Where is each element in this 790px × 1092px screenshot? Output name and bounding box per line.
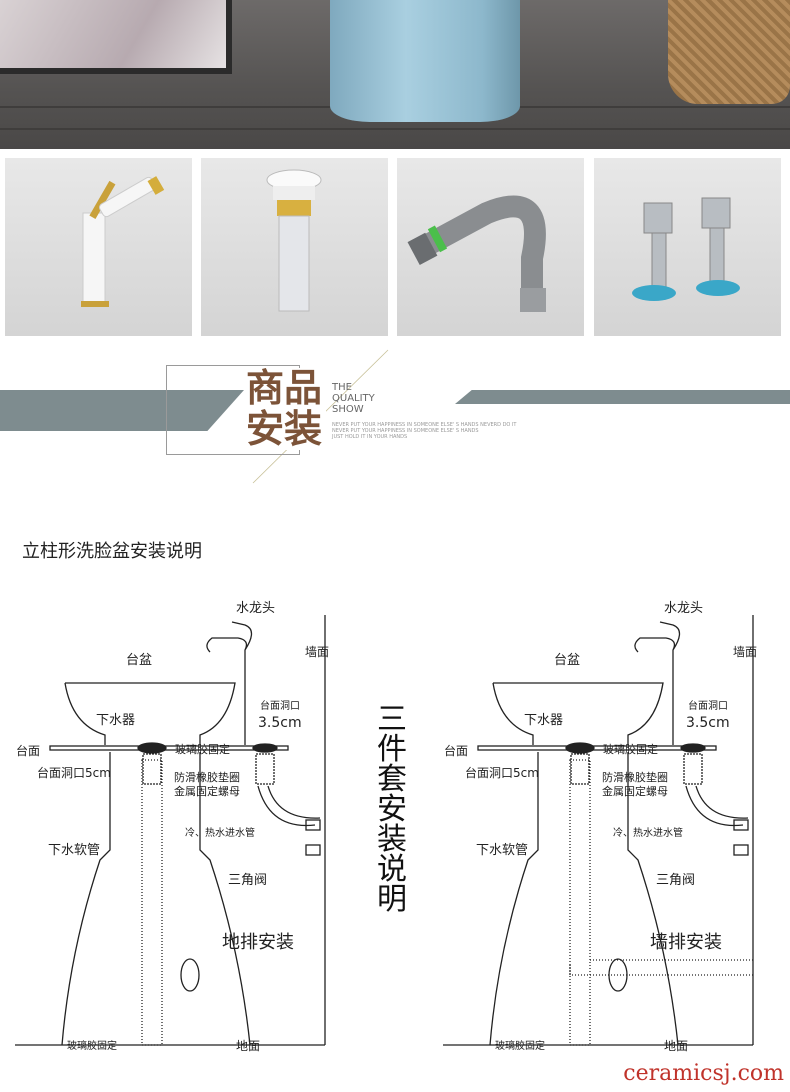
label-drain-hose: 下水软管 (48, 843, 100, 858)
label-angle-valve: 三角阀 (228, 873, 267, 888)
drain-cap (137, 742, 167, 754)
angle-valve (305, 819, 321, 831)
label-drain-hose: 下水软管 (476, 843, 528, 858)
label-hole: 台面洞口 (260, 699, 300, 712)
banner-title: 商品安装 (246, 368, 326, 450)
drain-cap (565, 742, 595, 754)
basin-bowl (64, 682, 236, 745)
label-hole-size: 3.5cm (686, 715, 730, 731)
label-install-type: 墙排安装 (650, 932, 722, 953)
wall-drain-pipe (569, 959, 753, 976)
label-drain: 下水器 (524, 713, 563, 728)
drain-thread (142, 753, 162, 785)
label-hole-5cm: 台面洞口5cm (465, 765, 539, 780)
label-angle-valve: 三角阀 (656, 873, 695, 888)
wall-painting (0, 0, 232, 74)
basin-bowl (492, 682, 664, 745)
watermark: ceramicsj.com (623, 1061, 784, 1086)
pedestal-hole (180, 958, 200, 992)
label-faucet: 水龙头 (664, 601, 703, 616)
label-hole: 台面洞口 (688, 699, 728, 712)
drain-hose (141, 759, 163, 1046)
label-wall: 墙面 (733, 645, 757, 659)
label-glue-bottom: 玻璃胶固定 (495, 1039, 545, 1052)
label-nut: 金属固定螺母 (602, 784, 668, 798)
label-faucet: 水龙头 (236, 601, 275, 616)
faucet-thread (255, 753, 275, 785)
label-glue-bottom: 玻璃胶固定 (67, 1039, 117, 1052)
label-inlet: 冷、热水进水管 (613, 826, 683, 839)
label-counter: 台面 (444, 743, 468, 758)
faucet-base (680, 743, 706, 753)
banner-tagline: NEVER PUT YOUR HAPPINESS IN SOMEONE ELSE… (332, 422, 517, 440)
faucet-thread (683, 753, 703, 785)
product-thumb-drain (201, 158, 388, 336)
label-glue: 玻璃胶固定 (175, 742, 230, 756)
label-gasket: 防滑橡胶垫圈 (602, 770, 668, 784)
banner-bar-left (0, 390, 244, 431)
label-gasket: 防滑橡胶垫圈 (174, 770, 240, 784)
pedestal (61, 752, 251, 1046)
basket (668, 0, 790, 104)
document-title: 立柱形洗脸盆安装说明 (22, 541, 202, 562)
product-thumb-hose (397, 158, 584, 336)
product-photo (0, 0, 790, 149)
center-vertical-title: 三件套安装说明 (377, 702, 407, 917)
label-basin: 台盆 (554, 653, 580, 668)
blue-pedestal-basin (330, 0, 520, 122)
label-nut: 金属固定螺母 (174, 784, 240, 798)
drain-thread (570, 753, 590, 785)
product-thumb-faucet (5, 158, 192, 336)
angle-valve (733, 844, 749, 856)
label-inlet: 冷、热水进水管 (185, 826, 255, 839)
label-glue: 玻璃胶固定 (603, 742, 658, 756)
drain-hose (569, 759, 591, 1046)
label-basin: 台盆 (126, 653, 152, 668)
faucet-base (252, 743, 278, 753)
label-counter: 台面 (16, 743, 40, 758)
label-install-type: 地排安装 (222, 932, 294, 953)
label-hole-5cm: 台面洞口5cm (37, 765, 111, 780)
countertop (477, 745, 717, 751)
label-hole-size: 3.5cm (258, 715, 302, 731)
label-drain: 下水器 (96, 713, 135, 728)
label-floor: 地面 (664, 1039, 688, 1053)
label-wall: 墙面 (305, 645, 329, 659)
label-floor: 地面 (236, 1039, 260, 1053)
faucet (634, 621, 681, 745)
pedestal (489, 752, 679, 1046)
banner-bar-right (455, 390, 790, 404)
angle-valve (305, 844, 321, 856)
faucet (206, 621, 253, 745)
product-thumb-angle-valves (594, 158, 781, 336)
countertop (49, 745, 289, 751)
angle-valve (733, 819, 749, 831)
